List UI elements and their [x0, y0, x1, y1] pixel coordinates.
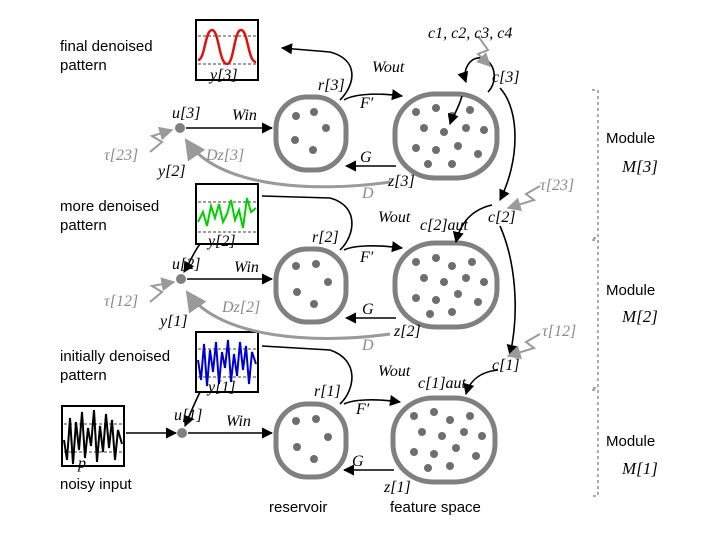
win-1-label: Win: [226, 413, 251, 430]
wout-3-label: Wout: [372, 59, 405, 76]
feature-space-2: [392, 240, 500, 330]
module-1-word: Module: [606, 433, 656, 450]
reservoir-3: [273, 94, 349, 173]
reservoir-1: [273, 401, 349, 480]
win-3-label: Win: [232, 107, 257, 124]
module-brackets: [592, 89, 599, 497]
p-label: p: [77, 455, 86, 472]
z1-label: z[1]: [383, 479, 411, 496]
u1-label: u[1]: [174, 407, 202, 424]
u-nodes: [175, 123, 187, 438]
y3-label: y[3]: [208, 67, 238, 84]
gray-math-labels: D D Dz[3] Dz[2] τ[23] τ[12] τ[23] τ[12]: [104, 147, 576, 354]
y1-plot-label: y[1]: [206, 379, 236, 396]
conceptor-set-label: c1, c2, c3, c4: [428, 25, 512, 42]
module-3-symbol: M[3]: [621, 157, 658, 176]
z3-label: z[3]: [387, 173, 415, 190]
fprime-1-label: F′: [355, 401, 370, 418]
g-3-label: G: [360, 149, 372, 166]
d-2-label: D: [361, 337, 374, 354]
module-symbols: M[3] M[2] M[1]: [621, 157, 658, 478]
dz3-label: Dz[3]: [205, 147, 244, 164]
fprime-2-label: F′: [359, 249, 374, 266]
reservoir-label: reservoir: [269, 499, 328, 516]
c2-label: c[2]: [488, 209, 516, 226]
more-pattern-plot: [195, 183, 259, 245]
wout-2-label: Wout: [378, 209, 411, 226]
c2aut-label: c[2]aut: [420, 217, 469, 234]
tau23-right-label: τ[23]: [540, 177, 574, 194]
c1aut-label: c[1]aut: [418, 375, 467, 392]
module-2-word: Module: [606, 282, 656, 299]
math-labels: c1, c2, c3, c4 c[3] c[2] c[1] c[2]aut c[…: [77, 25, 520, 496]
u3-label: u[3]: [172, 105, 200, 122]
c3-label: c[3]: [492, 69, 520, 86]
fprime-3-label: F′: [359, 95, 374, 112]
c1-label: c[1]: [492, 357, 520, 374]
y2-feedback-label: y[2]: [156, 163, 186, 180]
module-2-symbol: M[2]: [621, 307, 658, 326]
d-3-label: D: [361, 185, 374, 202]
tau12-right-label: τ[12]: [542, 323, 576, 340]
z2-label: z[2]: [393, 323, 421, 340]
g-1-label: G: [352, 453, 364, 470]
feature-space-3: [392, 91, 500, 181]
reservoir-2: [273, 246, 349, 325]
final-pattern-plot: [195, 19, 259, 81]
noisy-input-plot: [61, 405, 125, 467]
module-3-word: Module: [606, 130, 656, 147]
wout-1-label: Wout: [378, 363, 411, 380]
signal-arrows: [126, 43, 518, 476]
r3-label: r[3]: [318, 77, 345, 94]
module-1-symbol: M[1]: [621, 459, 658, 478]
r2-label: r[2]: [312, 229, 339, 246]
win-2-label: Win: [234, 259, 259, 276]
noisy-input-label: noisy input: [60, 476, 132, 493]
r1-label: r[1]: [314, 383, 341, 400]
feature-space-label: feature space: [390, 499, 481, 516]
initial-pattern-plot: [195, 331, 259, 393]
trust-arrows: [149, 35, 541, 359]
feedback-arrows: [184, 138, 391, 340]
tau12-left-label: τ[12]: [104, 293, 138, 310]
tau23-left-label: τ[23]: [104, 147, 138, 164]
g-2-label: G: [362, 301, 374, 318]
feature-space-1: [390, 395, 498, 485]
y2-plot-label: y[2]: [206, 233, 236, 250]
dz2-label: Dz[2]: [221, 299, 260, 316]
y1-feedback-label: y[1]: [158, 313, 188, 330]
u2-label: u[2]: [172, 256, 200, 273]
